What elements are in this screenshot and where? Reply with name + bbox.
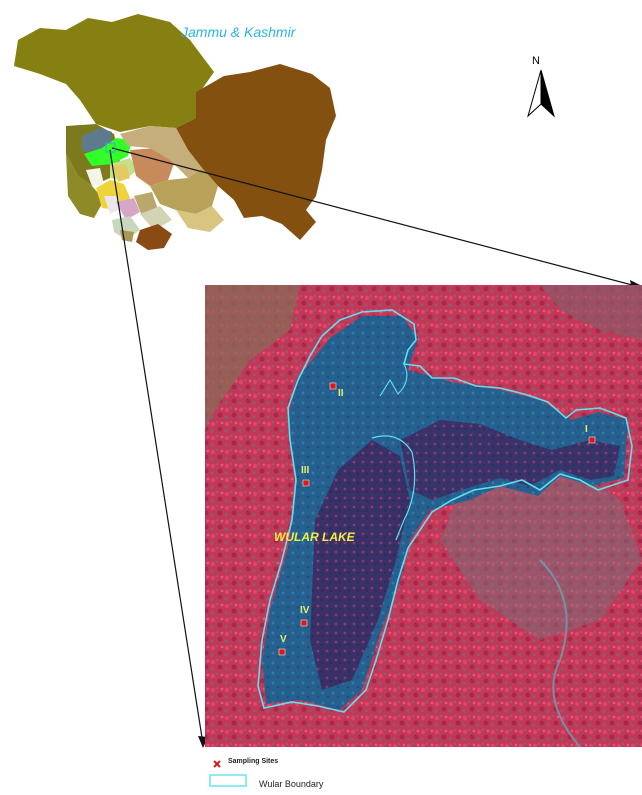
hills-northeast <box>540 285 642 340</box>
site-marker-v <box>278 648 286 656</box>
legend-symbols <box>209 760 247 787</box>
legend-boundary-label: Wular Boundary <box>259 779 324 789</box>
town-area <box>440 460 642 640</box>
zoom-lines <box>109 147 637 745</box>
legend-site-symbol <box>213 760 221 768</box>
region-kargil <box>120 126 202 178</box>
region-kishtwar <box>176 206 224 232</box>
region-poonch <box>86 168 104 186</box>
marsh-vegetation <box>310 440 410 690</box>
zoom-line-right <box>111 147 637 287</box>
legend-sampling-sites-label: Sampling Sites <box>228 758 279 765</box>
region-jammu-west <box>66 154 104 218</box>
shore-bay-boundary <box>379 363 408 397</box>
north-label: N <box>532 55 540 67</box>
region-anantnag <box>130 148 176 186</box>
region-ramban <box>140 206 172 230</box>
region-doda <box>150 168 218 214</box>
river-channel <box>539 559 581 747</box>
zoom-line-left <box>109 149 204 745</box>
island-boundary <box>371 435 416 541</box>
site-marker-i <box>588 436 596 444</box>
site-marker-iv <box>300 619 308 627</box>
site-marker-iii <box>302 479 310 487</box>
region-budgam <box>112 164 130 182</box>
marsh-vegetation-east <box>400 420 620 500</box>
lake-label: WULAR LAKE <box>274 530 355 544</box>
region-kathua <box>136 224 172 250</box>
wular-boundary <box>257 309 633 713</box>
site-label-v: V <box>280 634 287 645</box>
legend-boundary-symbol <box>209 774 247 787</box>
region-samba <box>120 230 134 242</box>
region-ladakh-west <box>14 14 214 132</box>
site-label-i: I <box>585 424 588 435</box>
jammu-kashmir-map <box>14 14 336 250</box>
region-reasi <box>116 198 140 220</box>
site-label-iv: IV <box>300 605 310 616</box>
satellite-image <box>205 285 642 747</box>
sampling-sites <box>278 382 596 656</box>
site-label-iii: III <box>301 465 310 476</box>
hills-northwest <box>205 285 300 430</box>
north-arrow <box>527 69 555 118</box>
site-label-ii: II <box>338 388 344 399</box>
site-marker-ii <box>329 382 337 390</box>
map-title: Jammu & Kashmir <box>181 24 296 40</box>
study-area-box <box>105 142 116 153</box>
